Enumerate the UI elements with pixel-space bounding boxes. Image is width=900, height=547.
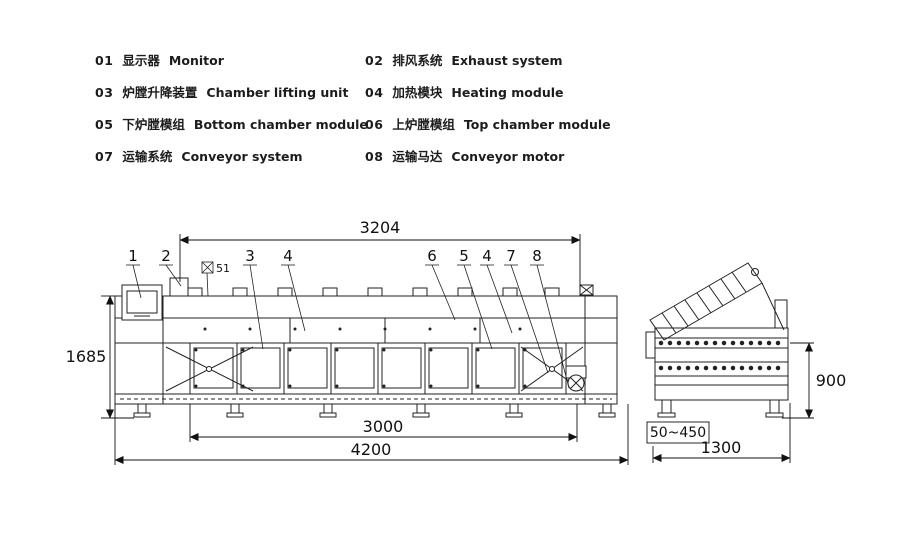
dim-conveyor-height-900: 900 <box>782 342 847 419</box>
legend-number: 06 <box>365 117 384 132</box>
top-right-fitting <box>579 284 594 296</box>
exhaust-stack <box>169 277 189 297</box>
legend-item-exhaust-system: 02 排风系统 Exhaust system <box>365 50 611 69</box>
legend-name-en: Conveyor system <box>181 149 303 164</box>
callout-number: 2 <box>161 247 171 265</box>
legend-name-cn: 下炉膛模组 <box>122 117 185 132</box>
legend-name-en: Bottom chamber module <box>193 117 368 132</box>
dim-value: 1685 <box>66 347 107 366</box>
legend-number: 04 <box>365 85 384 100</box>
legend-name-cn: 显示器 <box>122 53 160 68</box>
oven-body-outline <box>114 295 618 405</box>
lid-support-strut <box>761 282 788 331</box>
legend-number: 03 <box>95 85 114 100</box>
legend-number: 07 <box>95 149 114 164</box>
front-view <box>114 277 618 418</box>
side-feet <box>657 399 784 418</box>
callout-number: 7 <box>506 247 516 265</box>
legend-name-en: Heating module <box>451 85 564 100</box>
legend-item-conveyor-motor: 08 运输马达 Conveyor motor <box>365 146 611 165</box>
legend-item-bottom-chamber-module: 05 下炉膛模组 Bottom chamber module <box>95 114 368 133</box>
monitor-screen <box>126 290 158 314</box>
callout-number: 6 <box>427 247 437 265</box>
callout-3-lifting-unit: 3 <box>243 247 264 350</box>
parts-legend: 01 显示器 Monitor 02 排风系统 Exhaust system 03… <box>95 50 611 165</box>
detail-marker-51: 51 <box>201 261 230 297</box>
callouts: 1 2 3 4 6 5 4 <box>126 247 570 389</box>
dim-chamber-span-3000: 3000 <box>189 404 578 442</box>
legend-name-en: Chamber lifting unit <box>206 85 349 100</box>
callout-6-top-chamber: 6 <box>425 247 456 321</box>
legend-number: 01 <box>95 53 114 68</box>
machine-feet <box>133 403 616 418</box>
callout-number: 4 <box>482 247 492 265</box>
callout-2-exhaust: 2 <box>159 247 182 287</box>
legend-name-en: Monitor <box>168 53 224 68</box>
legend-item-conveyor-system: 07 运输系统 Conveyor system <box>95 146 365 165</box>
dim-top-span-3204: 3204 <box>179 218 581 290</box>
legend-name-en: Conveyor motor <box>451 149 565 164</box>
legend-number: 05 <box>95 117 114 132</box>
legend-number: 08 <box>365 149 384 164</box>
legend-name-cn: 炉膛升降装置 <box>122 85 198 100</box>
dim-value: 3000 <box>363 417 404 436</box>
side-body-outline <box>654 327 789 401</box>
dim-overall-height-1685: 1685 <box>66 295 134 419</box>
callout-number: 1 <box>128 247 138 265</box>
callout-number: 5 <box>459 247 469 265</box>
callout-4-heating-module-right: 4 <box>480 247 513 334</box>
legend-name-cn: 加热模块 <box>392 85 443 100</box>
dim-value: 1300 <box>701 438 742 457</box>
callout-8-conveyor-motor: 8 <box>530 247 570 389</box>
side-view <box>645 262 789 418</box>
monitor-unit <box>121 284 163 321</box>
legend-name-en: Exhaust system <box>451 53 563 68</box>
legend-item-top-chamber-module: 06 上炉膛模组 Top chamber module <box>365 114 611 133</box>
dim-depth-1300: 1300 <box>652 403 791 463</box>
lifting-scissor-left <box>165 346 254 392</box>
callout-number: 8 <box>532 247 542 265</box>
callout-5-bottom-chamber: 5 <box>457 247 493 350</box>
legend-item-heating-module: 04 加热模块 Heating module <box>365 82 611 101</box>
lid-knob <box>751 268 759 276</box>
exhaust-vents <box>187 287 560 297</box>
legend-name-cn: 运输马达 <box>392 149 443 164</box>
dimensions: 3204 1685 3000 4200 <box>66 218 847 465</box>
legend-name-cn: 运输系统 <box>122 149 173 164</box>
side-left-bracket <box>645 331 656 359</box>
legend-name-cn: 上炉膛模组 <box>392 117 455 132</box>
dim-value: 900 <box>816 371 847 390</box>
dim-value: 50~450 <box>650 425 706 441</box>
legend-name-cn: 排风系统 <box>392 53 443 68</box>
dim-rail-width-range: 50~450 <box>646 421 710 444</box>
callout-4-heating-module-left: 4 <box>281 247 306 332</box>
callout-7-conveyor-system: 7 <box>504 247 549 374</box>
chamber-panels <box>189 343 567 394</box>
legend-item-chamber-lifting-unit: 03 炉膛升降装置 Chamber lifting unit <box>95 82 365 101</box>
legend-name-en: Top chamber module <box>463 117 611 132</box>
callout-number: 3 <box>245 247 255 265</box>
dim-value: 4200 <box>351 440 392 459</box>
callout-1-monitor: 1 <box>126 247 142 299</box>
legend-item-monitor: 01 显示器 Monitor <box>95 50 365 69</box>
legend-number: 02 <box>365 53 384 68</box>
callout-number: 4 <box>283 247 293 265</box>
dim-value: 3204 <box>360 218 401 237</box>
conveyor-motor <box>565 365 587 392</box>
dim-overall-length-4200: 4200 <box>114 404 629 465</box>
detail-marker-label: 51 <box>216 262 230 275</box>
